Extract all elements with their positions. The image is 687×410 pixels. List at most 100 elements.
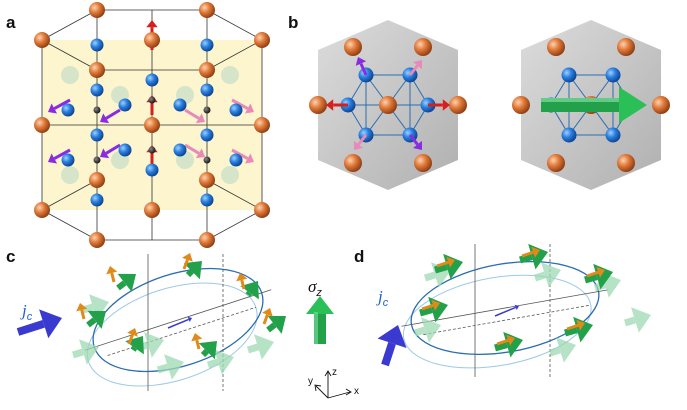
arrow-shaft <box>419 306 433 317</box>
arrow-shaft <box>436 260 449 268</box>
faint-spin-arrow <box>413 317 441 343</box>
sn-atom <box>89 232 105 248</box>
spin-arrow <box>266 315 286 334</box>
sn-atom <box>144 117 160 133</box>
tilt-arrow <box>106 266 118 283</box>
arrow-head <box>100 113 110 124</box>
mn-atom <box>605 127 621 143</box>
sn-atom <box>547 38 565 56</box>
sn-atom <box>344 154 362 172</box>
mn-atom <box>145 163 159 177</box>
spin-arrow <box>408 134 422 150</box>
spin-arrow <box>48 148 71 164</box>
arrow-head <box>79 339 99 365</box>
arrow-shaft <box>195 339 201 350</box>
arrow-head <box>541 262 561 288</box>
spin-arrow <box>100 143 121 159</box>
spin-arrow <box>428 99 450 111</box>
spin-arrow-icon <box>306 296 334 344</box>
current-label-c: jc <box>20 301 33 323</box>
sn-atom <box>512 96 530 114</box>
arrow-shaft <box>548 346 561 357</box>
spin-ellipse-d <box>377 243 651 377</box>
faint-spin-arrow <box>623 307 651 333</box>
mn-atom <box>200 128 214 142</box>
mn-atom <box>118 98 132 112</box>
sn-atom <box>414 38 432 56</box>
panel-a <box>34 2 270 248</box>
arrow-head <box>240 281 259 300</box>
ellipse-back <box>402 274 592 369</box>
spin-label: σz <box>308 277 322 299</box>
mn-atom <box>61 153 75 167</box>
dark-atom <box>203 156 211 164</box>
arrow-head <box>125 336 144 355</box>
sn-atom <box>449 96 467 114</box>
net-moment-arrow <box>541 87 647 123</box>
current-arrow-icon <box>16 309 62 339</box>
arrow-head <box>596 266 605 278</box>
axis-x-label: x <box>354 386 359 397</box>
spin-arrow <box>183 261 202 280</box>
arrow-head <box>377 325 407 348</box>
arrow-shaft <box>357 134 368 146</box>
spin-arrow <box>355 57 368 76</box>
spin-arrow <box>231 148 254 164</box>
arrow-head <box>413 140 422 150</box>
faint-atom <box>221 166 239 184</box>
sn-atom <box>254 202 270 218</box>
mn-atom <box>145 73 159 87</box>
sn-atom <box>199 62 215 78</box>
arrow-shaft <box>110 272 116 283</box>
faint-atom <box>221 66 239 84</box>
arrow-shaft <box>521 250 534 258</box>
arrow-head <box>191 333 203 342</box>
internal-current-arrow <box>494 304 519 317</box>
mn-atom <box>90 193 104 207</box>
arrow-shaft <box>184 143 200 155</box>
arrow-head <box>89 294 109 320</box>
arrow-shaft <box>564 326 578 337</box>
arrow-shaft <box>53 98 71 110</box>
faint-spin-arrow <box>156 354 184 380</box>
arrow-shaft <box>167 318 189 329</box>
arrow-head <box>576 319 585 331</box>
tilt-arrow <box>436 256 455 268</box>
arrow-head <box>354 140 363 150</box>
sn-atom <box>144 32 160 48</box>
sn-atom <box>34 117 50 133</box>
arrow-shaft <box>105 143 121 155</box>
sn-atom <box>379 96 397 114</box>
arrow-head <box>100 148 110 159</box>
tilt-arrow <box>236 273 248 290</box>
arrow-head <box>326 99 334 111</box>
arrow-head <box>355 57 367 66</box>
mn-atom <box>90 83 104 97</box>
panel-label-b: b <box>288 13 298 32</box>
arrow-head <box>413 60 422 70</box>
sn-atom <box>89 2 105 18</box>
axis-dashed <box>423 304 591 335</box>
spin-arrow <box>240 281 259 300</box>
spin-arrow <box>231 98 254 114</box>
axis-y-label: y <box>308 376 313 387</box>
arrow-head <box>244 153 254 164</box>
mn-atom <box>561 67 577 83</box>
sn-atom <box>344 38 362 56</box>
arrow-head <box>76 303 88 312</box>
dark-atom <box>148 146 156 154</box>
sn-atom <box>34 202 50 218</box>
arrow-shaft <box>262 314 269 325</box>
arrow-shaft <box>116 280 127 291</box>
spin-arrow <box>184 108 205 124</box>
arrow-head <box>631 307 651 333</box>
arrow-shaft <box>584 273 598 284</box>
ellipse-group <box>84 267 272 387</box>
arrow-shaft <box>423 271 436 282</box>
arrow-shaft <box>533 271 546 282</box>
arrow-shaft <box>231 148 249 160</box>
arrow-shaft <box>566 323 579 331</box>
sn-atom <box>199 2 215 18</box>
arrow-shaft <box>408 64 419 76</box>
arrow-head <box>182 253 193 262</box>
